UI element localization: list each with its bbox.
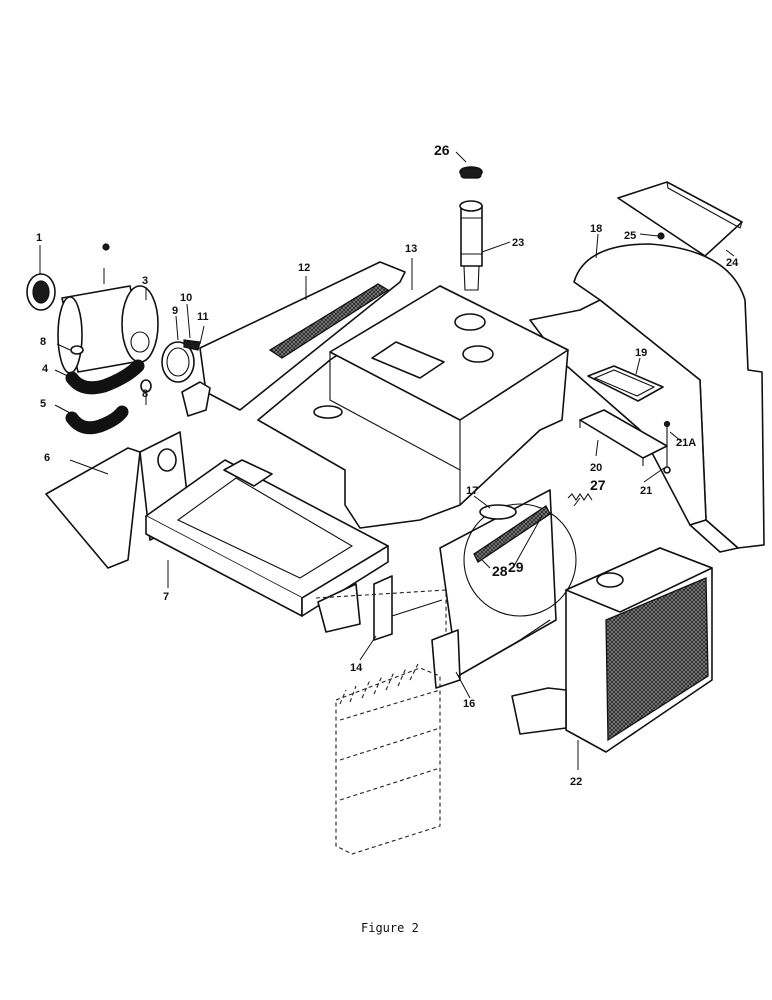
callout-26: 26 [434, 142, 450, 158]
muffler [459, 200, 483, 291]
leader-lines [39, 151, 735, 770]
callout-13: 13 [405, 243, 417, 255]
callout-18: 18 [590, 223, 602, 235]
callout-14: 14 [350, 662, 363, 674]
callout-4: 4 [42, 363, 49, 375]
access-panel [587, 365, 664, 402]
callout-25: 25 [624, 230, 636, 242]
callout-12: 12 [298, 262, 310, 274]
callout-17: 17 [466, 485, 478, 497]
hose-clamp-upper [70, 345, 84, 355]
radiator-shroud-top [473, 505, 551, 563]
fan-ring [479, 504, 517, 520]
callout-10: 10 [180, 292, 192, 304]
air-filter-cap [26, 273, 56, 311]
louvered-side-panel [199, 261, 406, 411]
radiator-grille-housing [511, 547, 713, 753]
mounting-ring [161, 341, 195, 383]
callout-3: 3 [142, 275, 148, 287]
upper-intake-hose [65, 359, 145, 395]
engine-hood [257, 285, 569, 529]
exhaust-cap [459, 166, 483, 179]
callout-1: 1 [36, 232, 42, 244]
callout-21A: 21A [676, 437, 696, 449]
lower-intake-hose [65, 405, 129, 435]
figure-caption: Figure 2 [361, 921, 419, 935]
callout-5: 5 [40, 398, 46, 410]
top-cover-plate [617, 181, 743, 257]
callout-8-lower: 8 [142, 388, 148, 400]
callout-labels: 1 3 8 4 5 8 9 10 11 6 7 12 13 23 26 18 2… [36, 142, 739, 788]
side-shield [45, 447, 141, 569]
callout-21: 21 [640, 485, 652, 497]
rear-shroud [529, 243, 765, 553]
callout-28: 28 [492, 563, 508, 579]
callout-9: 9 [172, 305, 178, 317]
callout-16: 16 [463, 698, 475, 710]
tension-spring [567, 493, 593, 501]
band-clamp [183, 339, 201, 351]
fastener-clip [657, 232, 665, 240]
mounting-brackets [315, 575, 447, 650]
callout-11: 11 [197, 311, 209, 323]
callout-6: 6 [44, 452, 50, 464]
callout-8-upper: 8 [40, 336, 46, 348]
radiator-core [335, 663, 441, 855]
callout-24: 24 [726, 257, 739, 269]
callout-22: 22 [570, 776, 582, 788]
callout-19: 19 [635, 347, 647, 359]
mounting-bracket [181, 381, 211, 417]
mounting-rod [663, 420, 671, 474]
fan-shroud [431, 489, 577, 689]
callout-7: 7 [163, 591, 169, 603]
callout-27: 27 [590, 477, 606, 493]
callout-20: 20 [590, 462, 602, 474]
callout-29: 29 [508, 559, 524, 575]
callout-23: 23 [512, 237, 524, 249]
chassis-frame [139, 431, 389, 617]
